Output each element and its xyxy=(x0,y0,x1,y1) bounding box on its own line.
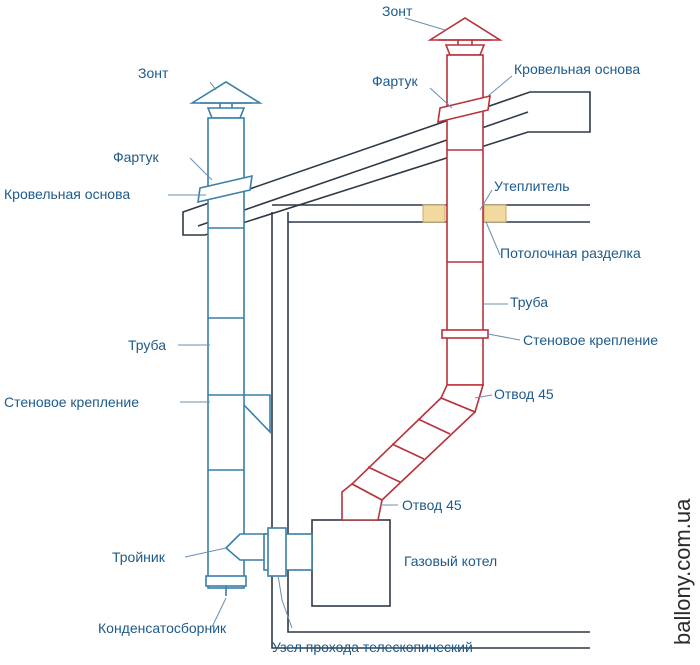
leader-lines xyxy=(168,17,521,629)
label-left-apron: Фартук xyxy=(113,149,159,165)
label-right-roof-base: Кровельная основа xyxy=(514,61,640,77)
label-left-wall-mount: Стеновое крепление xyxy=(4,394,139,410)
label-right-pipe: Труба xyxy=(510,294,548,310)
insulation-right xyxy=(483,204,507,223)
left-umbrella-cap xyxy=(189,81,263,104)
label-left-roof-base: Кровельная основа xyxy=(4,186,130,202)
labels: Зонт Фартук Кровельная основа Труба Стен… xyxy=(4,3,658,655)
label-boiler: Газовый котел xyxy=(404,553,497,569)
left-apron xyxy=(197,174,253,204)
insulation-blocks xyxy=(422,204,507,223)
label-condensate: Конденсатосборник xyxy=(98,620,227,636)
label-left-pipe: Труба xyxy=(128,337,166,353)
right-wall-mount xyxy=(441,329,489,339)
right-umbrella-cone xyxy=(444,44,486,56)
inner-wall xyxy=(287,212,590,633)
indoor-chimney xyxy=(341,17,503,521)
left-wall-bracket xyxy=(243,394,271,434)
outer-wall xyxy=(271,212,590,649)
watermark: ballony.com.ua xyxy=(670,498,695,645)
roof xyxy=(182,91,591,236)
left-umbrella-cone xyxy=(206,107,246,119)
label-elbow-upper: Отвод 45 xyxy=(494,386,554,402)
right-apron xyxy=(437,94,491,124)
label-tee: Тройник xyxy=(112,549,166,565)
diagonal-pipe xyxy=(350,397,477,501)
outdoor-chimney xyxy=(189,81,313,596)
elbow-lower xyxy=(341,483,383,521)
label-elbow-lower: Отвод 45 xyxy=(402,497,462,513)
label-left-umbrella: Зонт xyxy=(138,65,169,81)
label-right-apron: Фартук xyxy=(372,73,418,89)
insulation-left xyxy=(422,204,446,223)
condensate-collector xyxy=(205,575,247,587)
label-telescopic-node: Узел прохода телескопический xyxy=(272,639,473,655)
label-ceiling-cut: Потолочная разделка xyxy=(500,245,641,261)
label-right-umbrella: Зонт xyxy=(382,3,413,19)
gas-boiler xyxy=(311,519,391,607)
label-insulation: Утеплитель xyxy=(494,178,570,194)
label-right-wall-mount: Стеновое крепление xyxy=(523,332,658,348)
